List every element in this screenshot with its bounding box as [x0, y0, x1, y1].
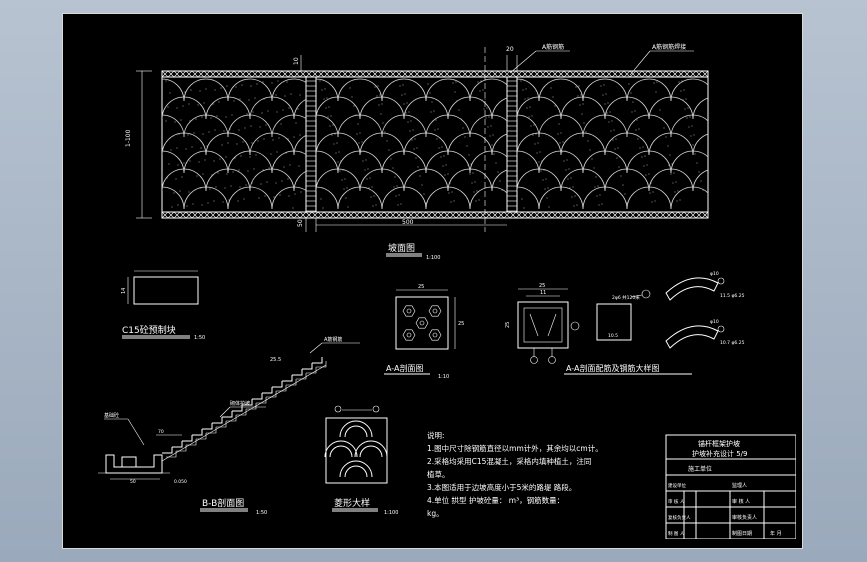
precast-block: 14 C15砼预制块 1:50 [121, 270, 205, 341]
hex-openings [402, 305, 442, 341]
aa-rebar-dim-side: 25 [505, 322, 511, 328]
bb-dim3: 0.050 [174, 479, 187, 485]
block-scale: 1:50 [194, 335, 205, 341]
bb-scale: 1:50 [256, 510, 267, 516]
bb-dim2: 50 [130, 479, 136, 485]
tb-r2-c2: 审核负责人 [732, 514, 757, 521]
aa-rebar-title: A-A剖面配筋及钢筋大样图 [566, 363, 659, 373]
rebar-arc2: 10.7 φ6.25 [720, 340, 745, 346]
design-notes: 说明: 1.图中尺寸除钢筋直径以mm计外，其余均以cm计。 2.采格均采用C15… [427, 430, 603, 518]
block-dim-h: 14 [121, 288, 127, 294]
bb-label-block: 砌体护坡 [230, 400, 250, 407]
detail-scale: 1:100 [384, 510, 398, 516]
project-line1: 锚杆框架护坡 [698, 439, 740, 448]
tb-r3-c0: 制 图 人 [668, 530, 685, 537]
tb-r1-c0: 审 核 人 [668, 498, 685, 505]
block-title: C15砼预制块 [122, 324, 176, 336]
tb-r0-c0: 施工单位 [688, 465, 712, 473]
arch-scallop-pattern [162, 78, 708, 210]
elevation-title: 坡面图 [388, 242, 415, 254]
bottom-beam-hatch [161, 211, 709, 219]
bb-label-base: 基础砼 [104, 412, 119, 419]
rebar-arc1: 11.5 φ6.25 [720, 293, 745, 299]
note-line-4: 3.本图适用于边坡高度小于5米的路堤 路段。 [427, 482, 576, 492]
note-line-3: 植草。 [427, 469, 450, 479]
tb-r3-c2: 制图日期 [732, 530, 752, 537]
top-beam-hatch [161, 70, 709, 78]
drawing-sheet [62, 13, 803, 549]
bottom-dim-left: 50 [297, 219, 304, 227]
bb-dim1: 70 [158, 429, 164, 435]
elevation-scale: 1:100 [426, 255, 440, 261]
aa-dim-top: 25 [418, 284, 424, 290]
callout-steel: A筋钢筋 [542, 43, 564, 51]
note-line-1: 1.图中尺寸除钢筋直径以mm计外，其余均以cm计。 [427, 443, 603, 453]
note-line-0: 说明: [427, 430, 445, 440]
rebar-num2: φ10 [710, 319, 719, 325]
aa-rebar-dim-top: 25 [539, 283, 545, 289]
bb-section: 70 50 0.050 A筋钢筋 25.5 砌体护坡 基础砼 B-B剖面图 1:… [98, 336, 360, 516]
diamond-detail: 菱形大样 1:100 [324, 405, 398, 516]
drawing-frame: 1-100 10 20 50 500 A筋钢筋 A筋钢筋焊接 坡面图 1:100… [98, 43, 796, 539]
note-line-6: kg。 [427, 509, 444, 518]
tb-r4-c0: 建设单位 [668, 482, 686, 489]
slope-elevation: 1-100 10 20 50 500 A筋钢筋 A筋钢筋焊接 坡面图 1:100 [125, 43, 709, 261]
callout-wire: A筋钢筋焊接 [652, 43, 686, 51]
aa-section: 25 25 A-A剖面图 1:10 [384, 284, 464, 380]
tb-r3-c3: 年 月 [770, 530, 782, 537]
project-line2: 护坡补充设计 5/9 [692, 449, 748, 458]
top-dim-mid: 20 [506, 46, 514, 53]
rib-ladder [306, 80, 517, 212]
bb-label-step: 25.5 [270, 357, 281, 363]
title-block: 锚杆框架护坡 护坡补充设计 5/9 施工单位 审 核 人 审 核 人 复核负责人… [665, 434, 796, 539]
detail-title: 菱形大样 [334, 497, 370, 509]
tb-r2-c0: 复核负责人 [668, 514, 691, 521]
note-line-2: 2.采格均采用C15混凝土，采格内填种植土，注同 [427, 456, 591, 466]
bb-title: B-B剖面图 [202, 497, 244, 509]
rebar-num1: φ10 [710, 271, 719, 277]
aa-rebar-dim-sub: 11 [540, 290, 546, 296]
note-line-5: 4.单位 拱型 护坡砼量： m³，钢筋数量： [427, 495, 564, 505]
aa-title: A-A剖面图 [386, 363, 423, 373]
top-dim-left: 10 [293, 57, 300, 65]
bottom-dim-mid: 500 [402, 219, 414, 226]
bb-label-mesh: A筋钢筋 [324, 336, 342, 343]
rebar-note2: 10.5 [608, 333, 618, 339]
tb-r1-c2: 审 核 人 [732, 498, 750, 505]
height-dim: 1-100 [125, 129, 132, 147]
tb-r4-c2: 监理人 [732, 482, 747, 489]
rebar-note1: 2φ6 共120米 [612, 294, 640, 301]
aa-scale: 1:10 [438, 374, 449, 380]
aa-rebar-section: 25 11 25 10.5 2φ6 共120米 φ10 φ10 11.5 φ6.… [505, 271, 745, 375]
detail-arches [324, 420, 388, 478]
stepped-slope [161, 357, 327, 462]
aa-dim-side: 25 [458, 321, 464, 327]
